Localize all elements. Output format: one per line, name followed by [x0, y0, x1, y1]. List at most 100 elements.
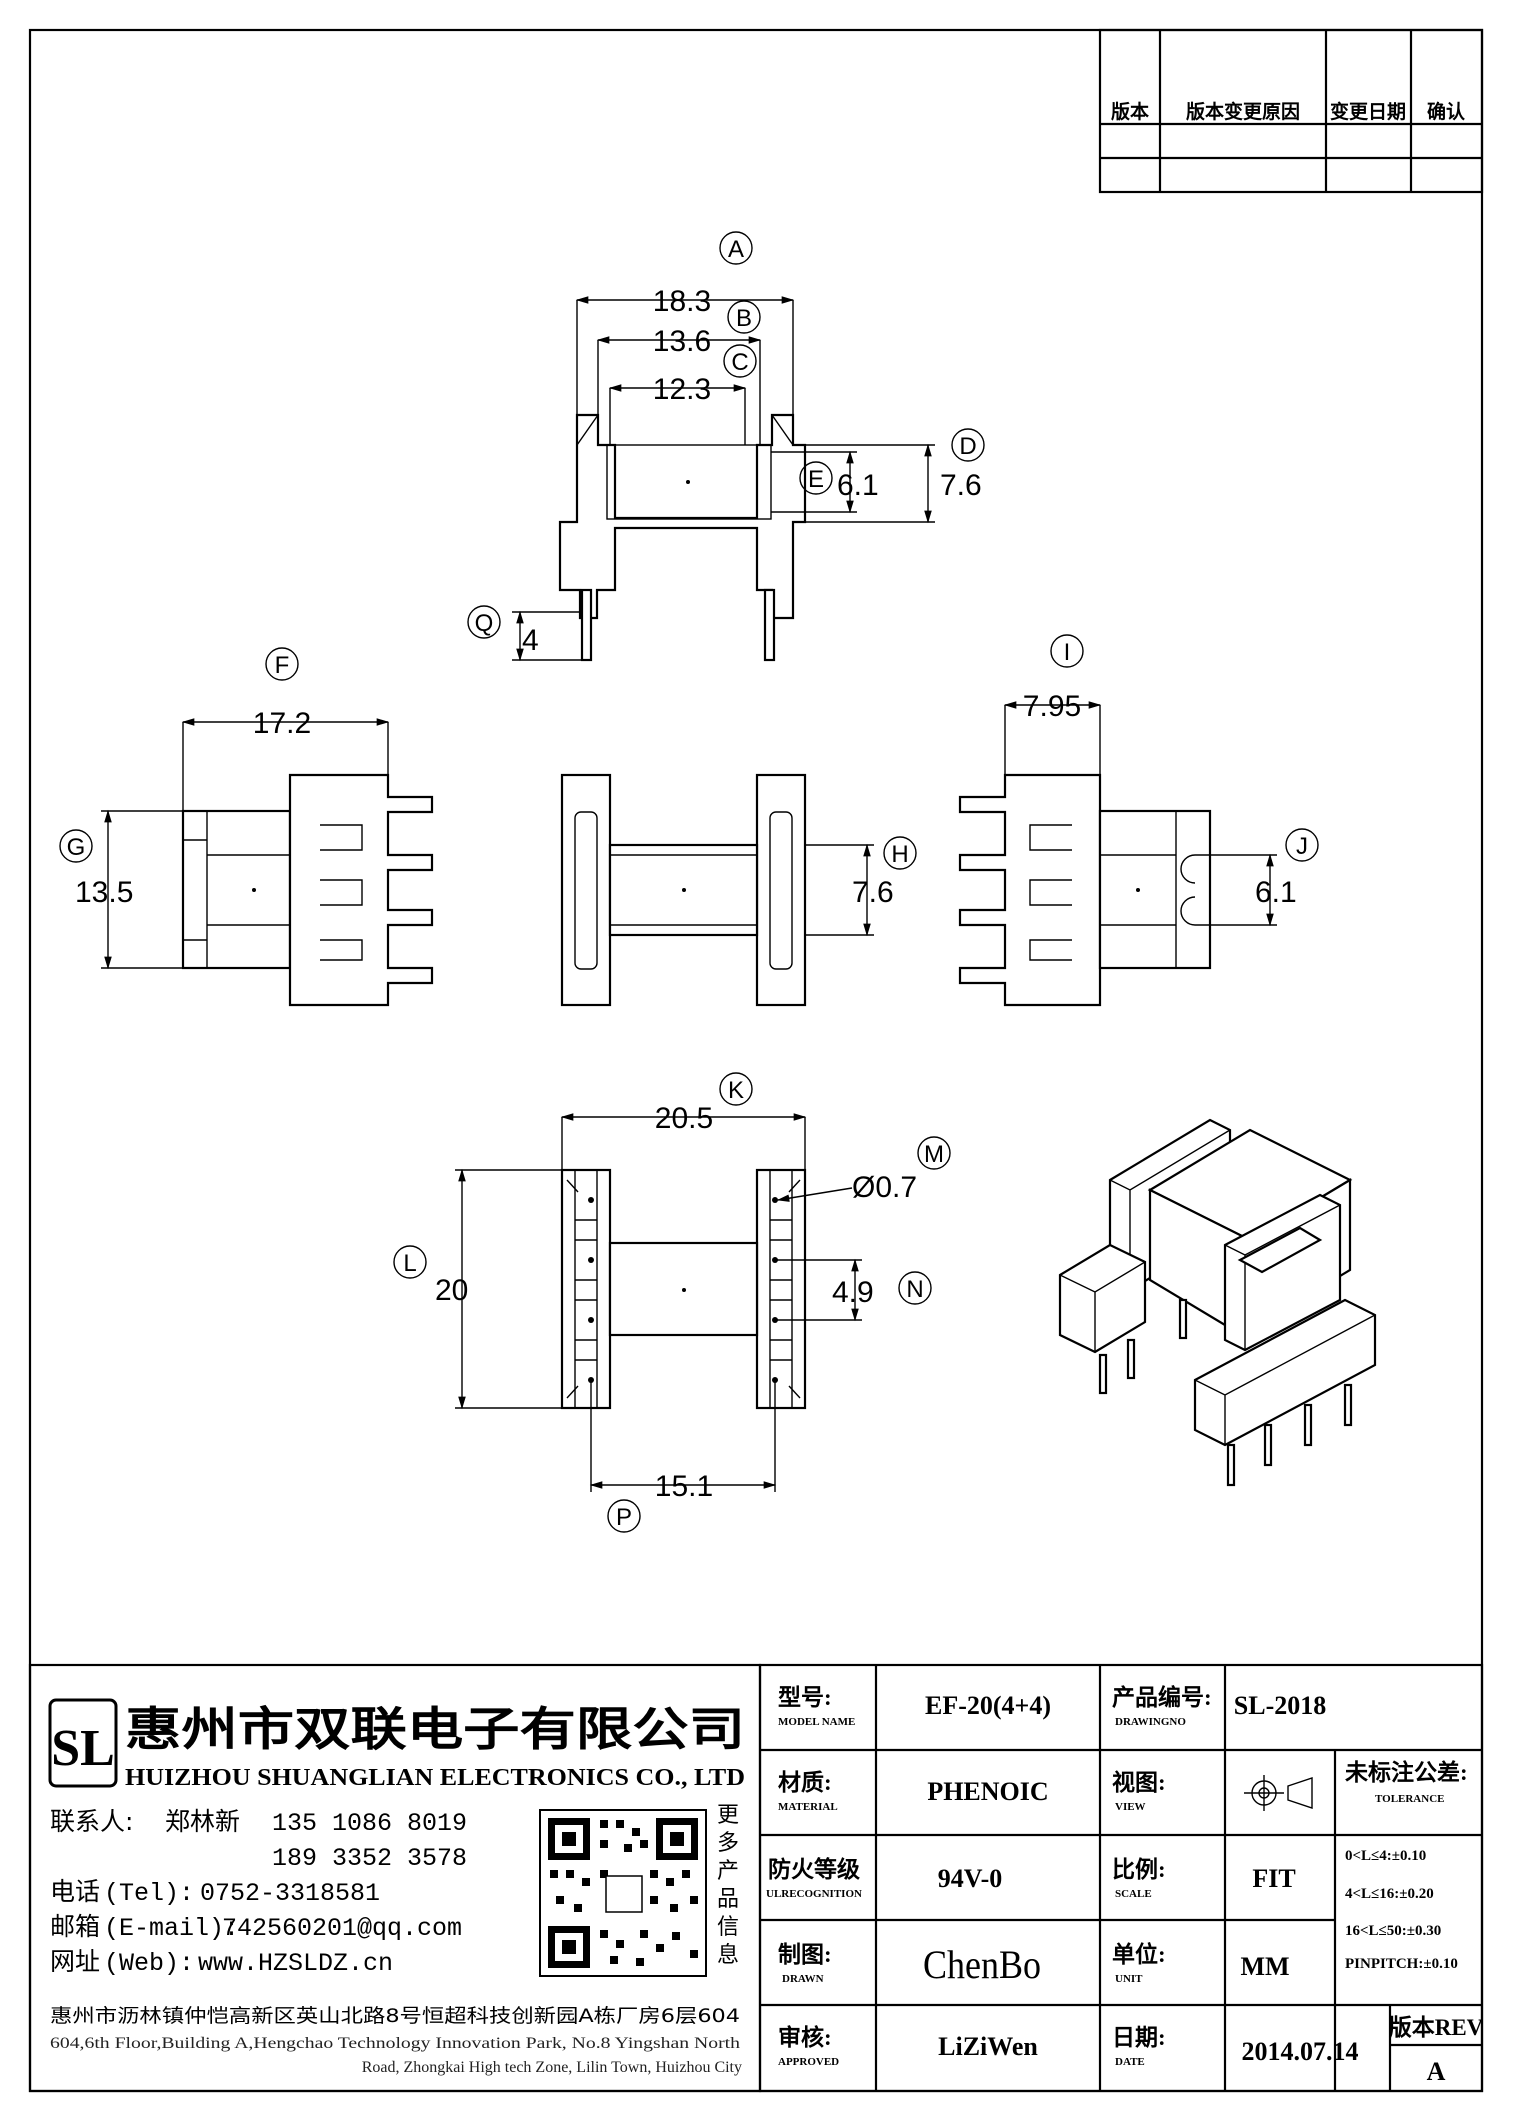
callout-N: N	[898, 1271, 932, 1305]
material-label-en: MATERIAL	[778, 1801, 838, 1813]
bottom-view: 20.5 20 Ø0.7 4.9 15.1	[435, 1102, 917, 1503]
date-value: 2014.07.14	[1242, 2037, 1359, 2066]
flange-left	[560, 773, 612, 1007]
svg-text:C: C	[731, 349, 748, 376]
pin-front-left	[580, 588, 593, 662]
qr-code	[539, 1809, 707, 1977]
qr-caption-6: 息	[717, 1943, 739, 1968]
tel-sub: (Tel):	[104, 1879, 194, 1908]
flame-label-en: ULRECOGNITION	[766, 1888, 862, 1900]
qr-caption-5: 信	[717, 1915, 739, 1940]
dim-P: 15.1	[655, 1470, 713, 1503]
rev-header-reason: 版本变更原因	[1186, 100, 1300, 123]
dim-N: 4.9	[832, 1276, 874, 1309]
dim-D: 7.6	[940, 469, 982, 502]
web-address: www.HZSLDZ.cn	[198, 1949, 393, 1978]
company-logo: SL	[48, 1698, 118, 1788]
rev-value: A	[1427, 2057, 1446, 2086]
callout-I: I	[1050, 634, 1084, 668]
right-side-view: 7.95 6.1	[958, 690, 1297, 1007]
callout-C: C	[723, 344, 757, 378]
callout-L: L	[393, 1245, 427, 1279]
svg-text:A: A	[728, 236, 744, 263]
unit-label-en: UNIT	[1115, 1973, 1143, 1985]
scale-label: 比例:	[1112, 1857, 1166, 1882]
address-cn: 惠州市沥林镇仲恺高新区英山北路8号恒超科技创新园A栋厂房6层604	[50, 2005, 740, 2027]
dim-L: 20	[435, 1274, 468, 1307]
phone-1: 135 1086 8019	[272, 1809, 467, 1838]
svg-text:M: M	[924, 1141, 944, 1168]
logo-letters: SL	[51, 1720, 115, 1777]
view-label: 视图:	[1112, 1769, 1166, 1795]
svg-text:K: K	[728, 1077, 744, 1104]
callout-K: K	[719, 1072, 753, 1106]
tolerance-1: 0<L≤4:±0.10	[1345, 1848, 1426, 1864]
rev-header-version: 版本	[1111, 100, 1149, 123]
approved-label: 审核:	[778, 2024, 832, 2050]
email-label: 邮箱	[50, 1912, 100, 1941]
web-label: 网址	[50, 1947, 100, 1976]
phone-2: 189 3352 3578	[272, 1844, 467, 1873]
callout-H: H	[883, 836, 917, 870]
tel-label: 电话	[50, 1877, 100, 1906]
dim-B: 13.6	[653, 325, 711, 358]
callout-J: J	[1285, 828, 1319, 862]
approved-value: LiZiWen	[938, 2032, 1038, 2061]
dim-C: 12.3	[653, 373, 711, 406]
dim-E: 6.1	[837, 469, 879, 502]
dim-H: 7.6	[852, 876, 894, 909]
drawing-no-label: 产品编号:	[1112, 1684, 1212, 1710]
tolerance-2: 4<L≤16:±0.20	[1345, 1886, 1434, 1902]
rev-label: 版本REV	[1389, 2014, 1484, 2040]
dim-J: 6.1	[1255, 876, 1297, 909]
dim-F: 17.2	[253, 707, 311, 740]
callout-A: A	[719, 231, 753, 265]
callout-D: D	[951, 428, 985, 462]
svg-text:L: L	[403, 1250, 416, 1277]
svg-text:B: B	[736, 305, 752, 332]
scale-value: FIT	[1252, 1864, 1295, 1893]
model-label: 型号:	[778, 1685, 832, 1710]
front-view: 18.3 13.6 12.3 7.6 6.1 4	[512, 285, 982, 662]
revision-table: 版本 版本变更原因 变更日期 确认	[1098, 28, 1484, 194]
callout-Q: Q	[467, 605, 501, 639]
drawn-label: 制图:	[778, 1942, 832, 1967]
dim-M: Ø0.7	[852, 1171, 917, 1204]
company-name-cn: 惠州市双联电子有限公司	[125, 1702, 745, 1756]
email-address: 742560201@qq.com	[222, 1914, 462, 1943]
unit-label: 单位:	[1112, 1941, 1166, 1967]
svg-text:F: F	[275, 652, 290, 679]
callout-E: E	[799, 461, 833, 495]
unit-value: MM	[1240, 1952, 1289, 1981]
address-en-1: 604,6th Floor,Building A,Hengchao Techno…	[50, 2035, 740, 2052]
drawn-value: ChenBo	[923, 1942, 1041, 1987]
bobbin-right-body	[1098, 809, 1212, 970]
date-label-en: DATE	[1115, 2056, 1145, 2068]
drawn-label-en: DRAWN	[782, 1973, 824, 1985]
svg-text:G: G	[67, 834, 86, 861]
tolerance-label: 未标注公差:	[1345, 1759, 1468, 1785]
svg-text:I: I	[1064, 639, 1071, 666]
email-sub: (E-mail):	[104, 1914, 239, 1943]
qr-caption-2: 多	[717, 1831, 739, 1856]
iso-pin-row	[1193, 1298, 1377, 1447]
drawing-no-value: SL-2018	[1234, 1691, 1326, 1720]
company-block: SL 惠州市双联电子有限公司 HUIZHOU SHUANGLIAN ELECTR…	[28, 1663, 762, 2093]
callout-F: F	[265, 647, 299, 681]
callouts: A B C D E Q F G H I J K L M N P	[59, 231, 1319, 1533]
dim-I: 7.95	[1023, 690, 1081, 723]
rev-header-date: 变更日期	[1330, 100, 1406, 123]
pin-row-right	[755, 1168, 807, 1410]
approved-label-en: APPROVED	[778, 2056, 839, 2068]
tolerance-4: PINPITCH:±0.10	[1345, 1956, 1458, 1972]
left-side-view: 17.2 13.5	[75, 707, 434, 1007]
web-sub: (Web):	[104, 1949, 194, 1978]
svg-text:H: H	[891, 841, 908, 868]
callout-B: B	[727, 300, 761, 334]
svg-text:E: E	[808, 466, 824, 493]
qr-caption-1: 更	[717, 1803, 739, 1828]
projection-symbol-icon	[1244, 1775, 1313, 1811]
rev-header-confirm: 确认	[1427, 100, 1465, 123]
contact-label: 联系人:	[50, 1807, 133, 1836]
